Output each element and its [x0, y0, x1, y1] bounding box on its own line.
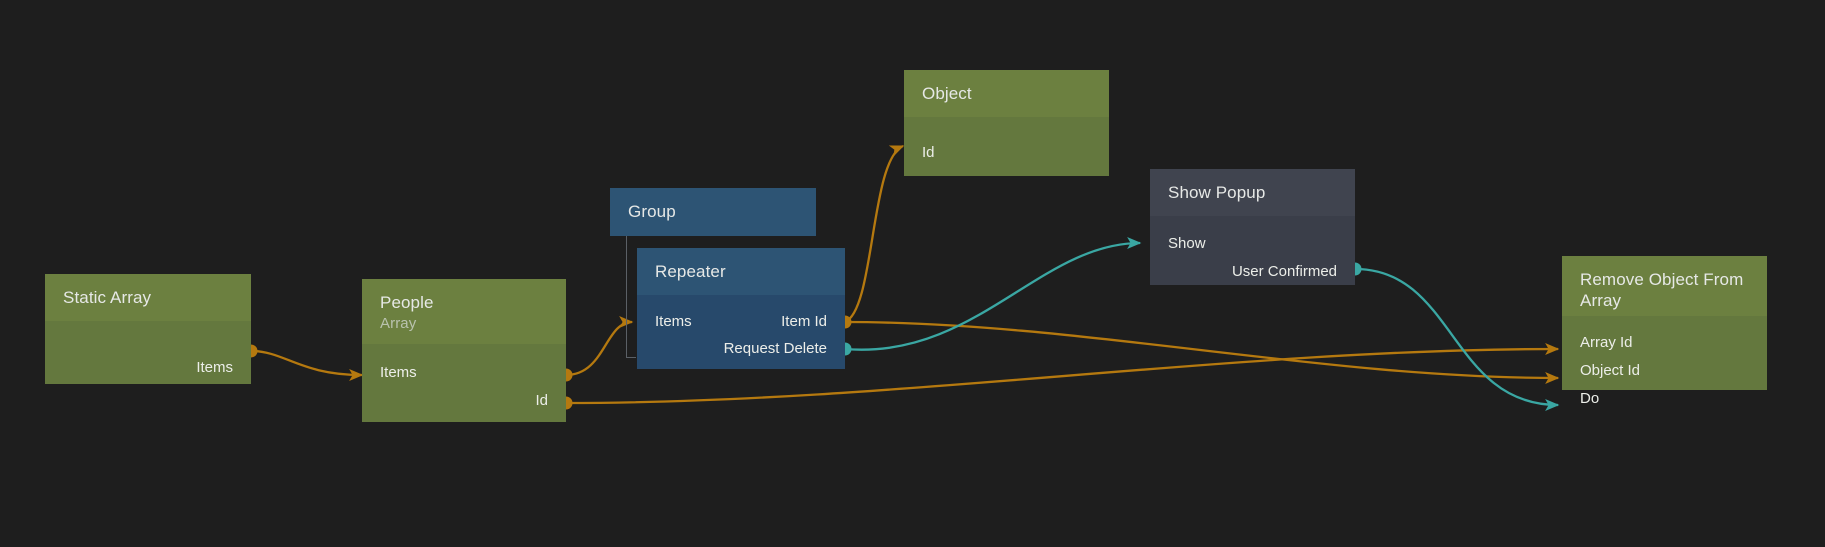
node-remove-object-from-array[interactable]: Remove Object From Array Array Id Object… — [1562, 256, 1767, 407]
node-object-header: Object — [904, 70, 1109, 117]
group-stem-line — [626, 236, 627, 357]
wire-repeater-requestdelete-to-showpopup-show — [844, 237, 1142, 351]
wire-people-items-to-repeater-items — [565, 316, 634, 377]
node-repeater[interactable]: Repeater Items Item Id Request Delete — [637, 248, 845, 369]
port-remove-array-id[interactable]: Array Id — [1562, 330, 1767, 356]
port-label-show-popup-show: Show — [1168, 235, 1206, 252]
node-repeater-body: Items Item Id Request Delete — [637, 295, 845, 369]
node-show-popup-body: Show User Confirmed — [1150, 216, 1355, 285]
node-static-array-title: Static Array — [63, 288, 152, 307]
port-people-items[interactable]: Items — [362, 360, 566, 386]
node-repeater-title: Repeater — [655, 262, 726, 281]
node-remove-object-from-array-header: Remove Object From Array — [1562, 256, 1767, 316]
wire-showpopup-userconfirmed-to-remove-do — [1354, 267, 1560, 411]
node-show-popup-header: Show Popup — [1150, 169, 1355, 216]
port-label-people-id: Id — [535, 392, 548, 409]
node-show-popup[interactable]: Show Popup Show User Confirmed — [1150, 169, 1355, 285]
node-remove-object-from-array-body: Array Id Object Id Do — [1562, 316, 1767, 407]
node-group-header: Group — [610, 188, 816, 236]
port-repeater-item-id[interactable]: Item Id — [637, 309, 845, 335]
node-object-body: Id — [904, 117, 1109, 176]
port-label-remove-do: Do — [1580, 390, 1600, 407]
port-label-repeater-items: Items — [655, 313, 692, 330]
port-label-remove-object-id: Object Id — [1580, 362, 1641, 379]
port-static-array-items[interactable]: Items — [45, 355, 251, 381]
port-label-repeater-request-delete: Request Delete — [723, 340, 827, 357]
port-repeater-request-delete[interactable]: Request Delete — [637, 336, 845, 362]
node-remove-object-from-array-title: Remove Object From Array — [1580, 270, 1744, 310]
group-stem-foot-line — [626, 357, 636, 358]
port-show-popup-show[interactable]: Show — [1150, 231, 1355, 257]
port-remove-do[interactable]: Do — [1562, 386, 1767, 412]
node-repeater-header: Repeater — [637, 248, 845, 295]
port-people-id[interactable]: Id — [362, 388, 566, 414]
wire-repeater-itemid-to-remove-objectid — [844, 320, 1560, 384]
port-repeater-items[interactable]: Items — [637, 309, 845, 335]
port-show-popup-user-confirmed[interactable]: User Confirmed — [1150, 259, 1355, 285]
port-label-repeater-item-id: Item Id — [781, 313, 827, 330]
node-static-array-header: Static Array — [45, 274, 251, 321]
port-object-id[interactable]: Id — [904, 140, 1109, 166]
port-label-static-array-items: Items — [196, 359, 233, 376]
node-people-title: People — [380, 293, 434, 312]
node-people[interactable]: People Array Items Id — [362, 279, 566, 422]
port-label-remove-array-id: Array Id — [1580, 334, 1633, 351]
port-remove-object-id[interactable]: Object Id — [1562, 358, 1767, 384]
wire-static-array-items-to-people-items — [250, 349, 364, 381]
node-group[interactable]: Group — [610, 188, 816, 236]
node-static-array-body: Items — [45, 321, 251, 384]
port-label-object-id: Id — [922, 144, 935, 161]
node-people-body: Items Id — [362, 344, 566, 422]
node-object[interactable]: Object Id — [904, 70, 1109, 176]
node-show-popup-title: Show Popup — [1168, 183, 1266, 202]
node-static-array[interactable]: Static Array Items — [45, 274, 251, 384]
port-label-people-items: Items — [380, 364, 417, 381]
wire-repeater-itemid-to-object-id — [844, 144, 905, 324]
node-group-title: Group — [628, 202, 676, 221]
node-people-header: People Array — [362, 279, 566, 344]
node-people-subtitle: Array — [380, 315, 417, 332]
node-object-title: Object — [922, 84, 972, 103]
port-label-show-popup-user-confirmed: User Confirmed — [1231, 263, 1337, 280]
